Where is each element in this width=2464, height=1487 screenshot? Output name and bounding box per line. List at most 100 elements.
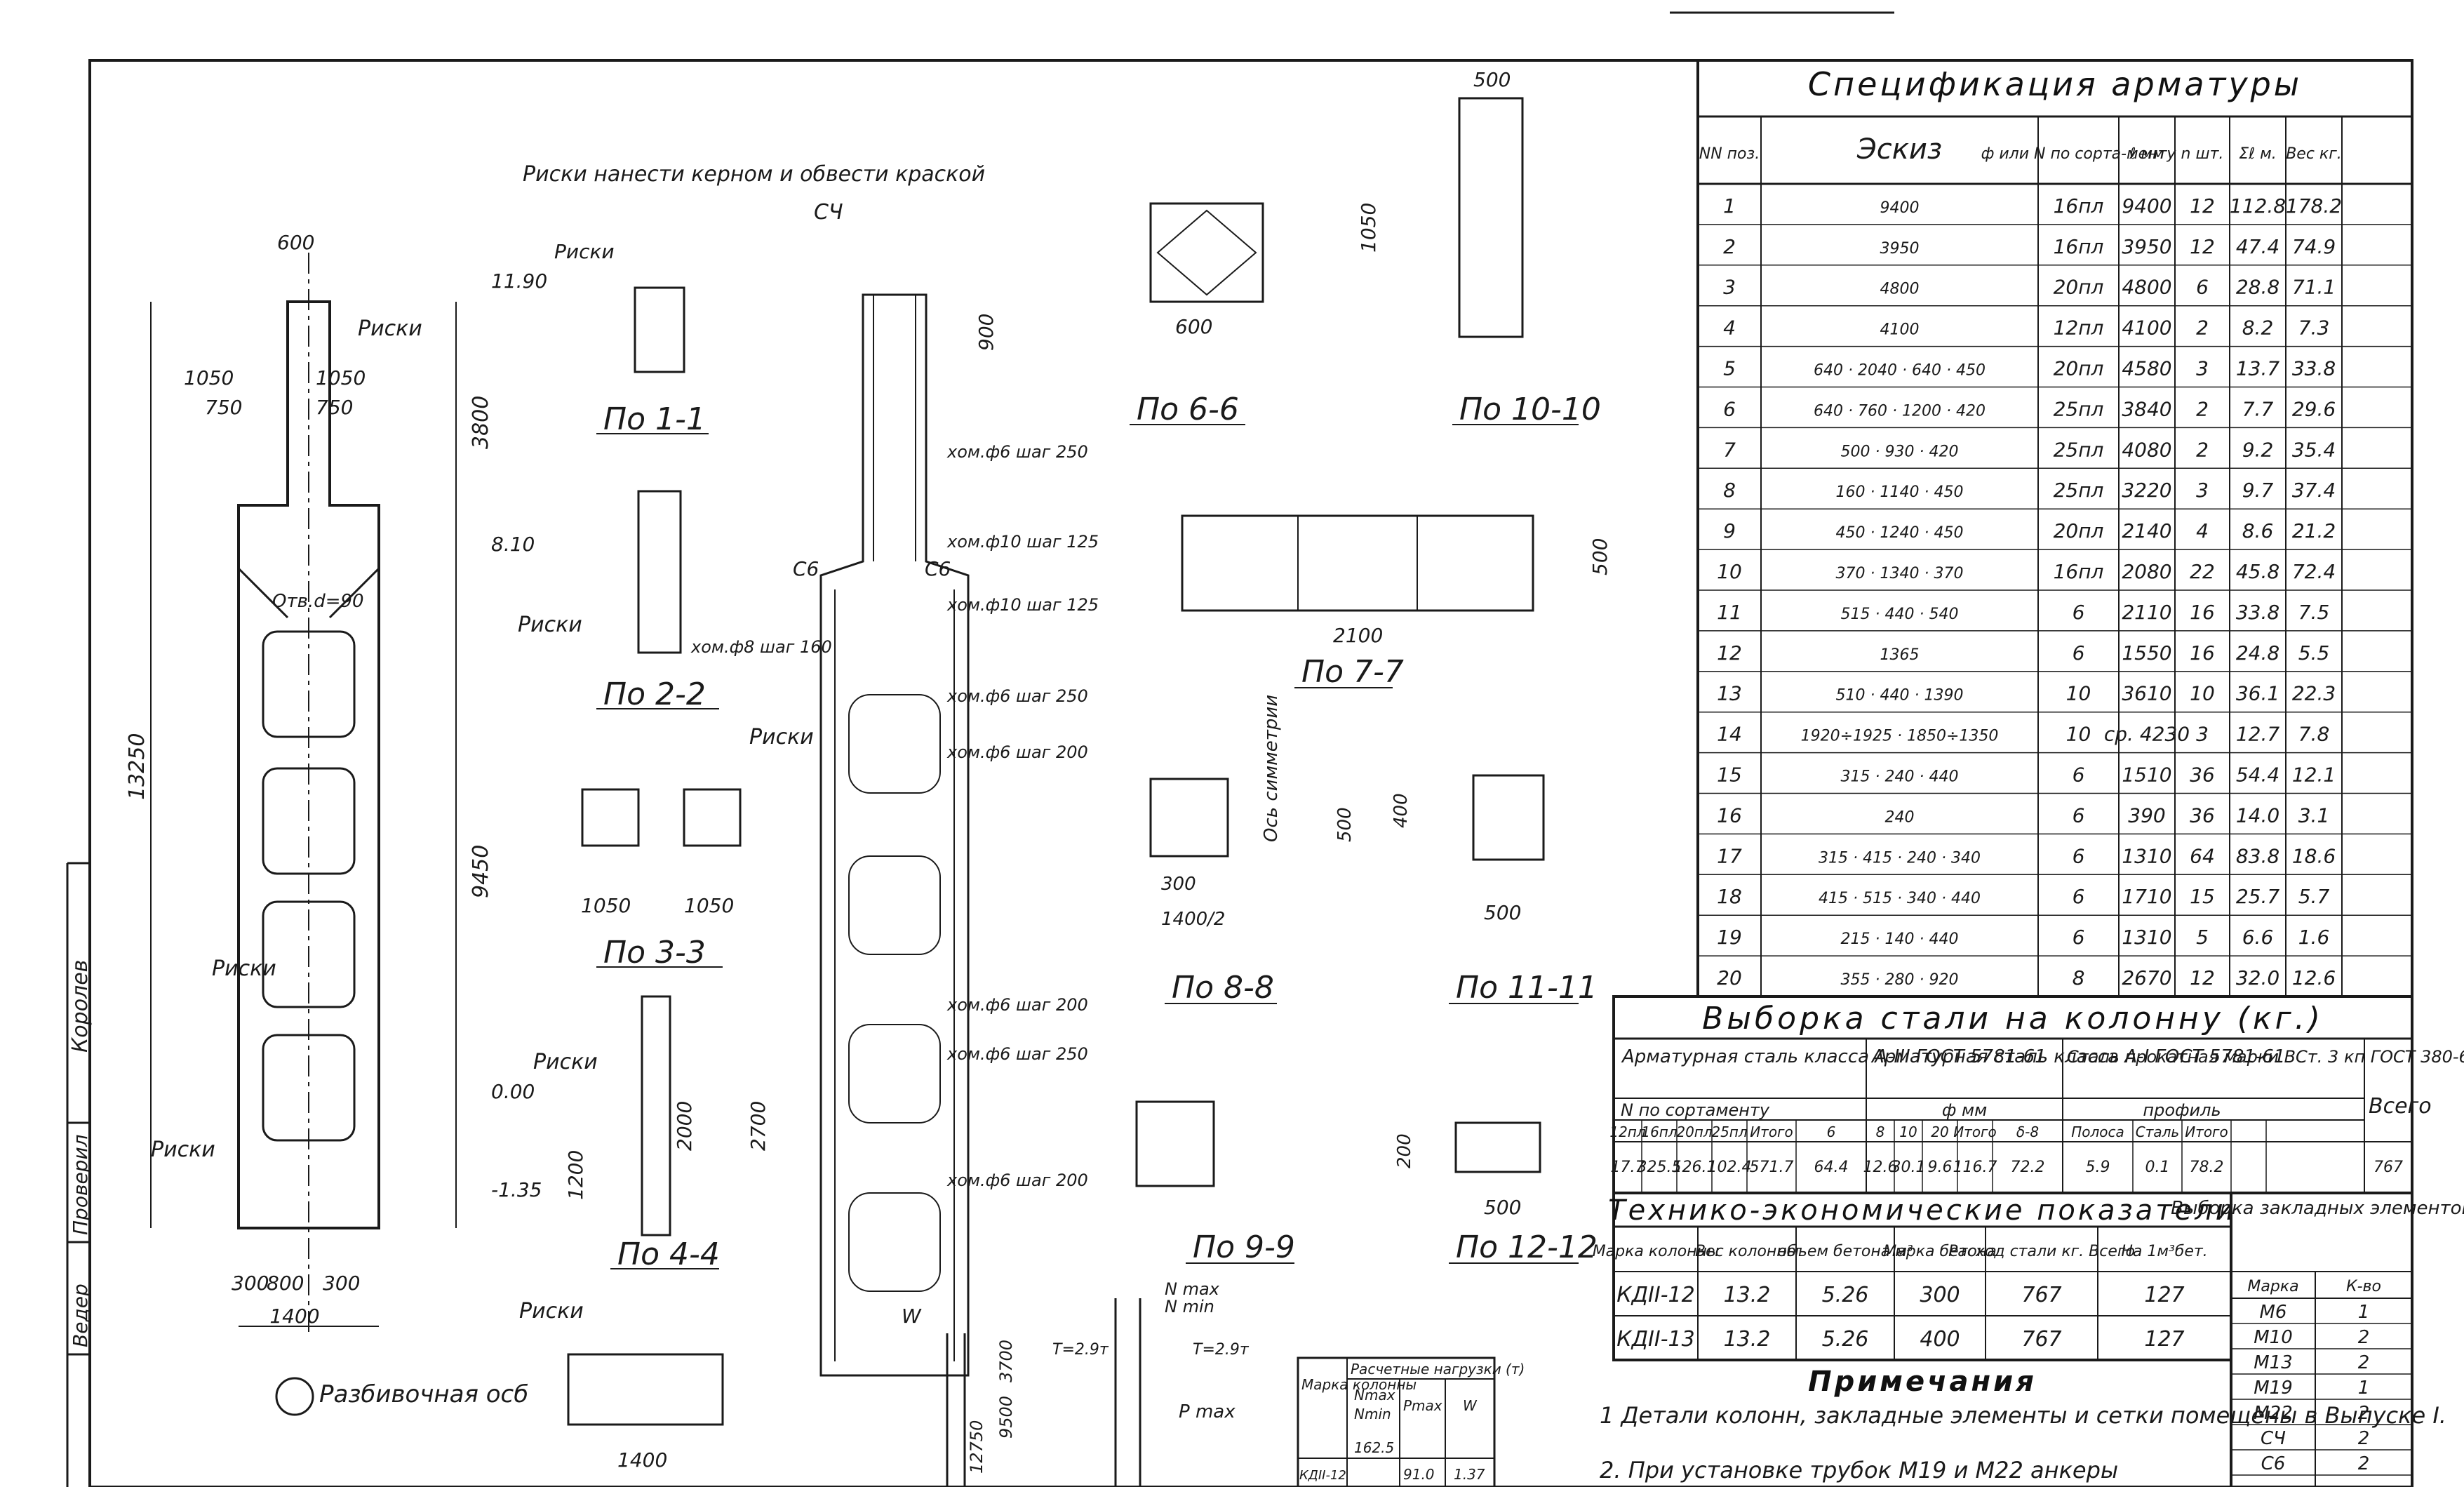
spec-cell: 16пл (2054, 194, 2104, 218)
spec-cell: 10 (2066, 723, 2091, 746)
spec-cell: 12 (2190, 966, 2215, 989)
spec-cell: 4800 (2122, 276, 2171, 299)
steel-col-header: 16пл (1641, 1123, 1678, 1140)
spec-cell: 6 (2073, 803, 2085, 827)
dim-1050-33b: 1050 (684, 894, 734, 917)
spec-cell: 16пл (2054, 560, 2104, 583)
steel-col-header: 12пл (1609, 1123, 1646, 1140)
loads-row-mark: КДII-12 (1299, 1468, 1346, 1483)
spec-cell: 510 · 440 · 1390 (1836, 687, 1964, 705)
spec-cell: 13 (1717, 682, 1742, 705)
stamp-name: Королев (68, 960, 93, 1053)
steel-value: 30.1 (1891, 1159, 1926, 1176)
spec-cell: 3 (2196, 357, 2209, 380)
steel-value: 5.9 (2086, 1159, 2110, 1176)
spec-cell: 1310 (2122, 926, 2171, 949)
riski-4-4: Риски (533, 1050, 598, 1074)
steel-selection-table: Выборка стали на колонну (кг.) Арматурна… (1609, 995, 2464, 1194)
tep-header: Расход стали кг. Всего (1948, 1243, 2135, 1260)
spec-cell: 7.8 (2298, 723, 2330, 746)
steel-value: 17.7 (1611, 1159, 1645, 1176)
spec-cell: 2 (2196, 397, 2209, 420)
spec-cell: 9.2 (2242, 438, 2274, 461)
emb-cell: 1 (2358, 1302, 2370, 1323)
load-nmax: N max (1165, 1279, 1220, 1299)
spec-cell: 16 (1717, 803, 1742, 827)
reinforcement-cage: СЧ С6 С6 хом.ф6 шаг 250 хом.ф10 шаг 125 … (793, 200, 1099, 1377)
steel-col-header: 25пл (1711, 1123, 1748, 1140)
spec-cell: 315 · 415 · 240 · 340 (1819, 849, 1981, 867)
section-10-10-shape (1458, 97, 1524, 338)
spec-cell: 12.1 (2292, 763, 2336, 787)
spec-cell: 3610 (2122, 682, 2171, 705)
spec-cell: 390 (2128, 803, 2165, 827)
steel-sub-2: ф мм (1942, 1100, 1987, 1120)
spec-cell: 7.7 (2242, 397, 2274, 420)
spec-cell: 4100 (2122, 316, 2171, 340)
loads-w-h: W (1463, 1397, 1478, 1414)
cage-outline (819, 293, 970, 1377)
stamp-role-head: Ведер (69, 1283, 92, 1347)
spec-header: NN поз. (1699, 145, 1760, 163)
spec-cell: 6 (2073, 926, 2085, 949)
spec-cell: 6 (2073, 885, 2085, 908)
dim-200-1212: 200 (1394, 1133, 1415, 1168)
riski-2-2: Риски (518, 613, 582, 637)
spec-cell: 8 (2073, 966, 2085, 989)
dim-14002: 1400/2 (1161, 909, 1225, 930)
column-elevation: Разбивочная осб 13250 3800 9450 1400 300… (125, 231, 547, 1416)
load-pmax: P max (1179, 1401, 1236, 1422)
spec-cell: 25.7 (2236, 885, 2280, 908)
dim-750b: 750 (316, 396, 353, 419)
spec-title: Спецификация арматуры (1808, 65, 2302, 103)
spec-cell: 8.6 (2242, 519, 2274, 542)
hole-label: Отв.d=90 (272, 591, 364, 612)
emb-cell: 2 (2358, 1428, 2370, 1449)
steel-value: 571.7 (1750, 1159, 1794, 1176)
spec-cell: 112.8 (2230, 194, 2286, 218)
steel-group-3: Сталь прокатная марки ВСт. 3 кп ГОСТ 380… (2067, 1047, 2464, 1067)
emb-cell: М22 (2254, 1403, 2293, 1424)
cage-opening (848, 855, 941, 955)
loads-nmax-h: Nmax (1354, 1387, 1395, 1403)
spec-cell: 5 (1723, 357, 1736, 380)
spec-cell: 7.3 (2298, 316, 2330, 340)
steel-col-header: 8 (1876, 1123, 1885, 1140)
column-opening (262, 1034, 356, 1142)
load-w: W (902, 1305, 922, 1328)
dim-500-1111: 500 (1484, 901, 1521, 924)
spec-cell: 450 · 1240 · 450 (1836, 524, 1964, 542)
dim-width: 1400 (269, 1305, 319, 1328)
spec-cell: 2080 (2122, 560, 2171, 583)
spec-cell: 3 (1723, 276, 1736, 299)
cage-c6a: С6 (793, 557, 819, 580)
spec-cell: 2140 (2122, 519, 2171, 542)
emb-cell: 2 (2358, 1453, 2370, 1474)
spec-cell: 33.8 (2236, 601, 2279, 624)
stirrup-h: хом.ф6 шаг 200 (946, 1171, 1088, 1190)
emb-cell: С6 (2261, 1453, 2286, 1474)
plate-4-4 (641, 995, 671, 1236)
dim-low-height: 9450 (469, 845, 493, 898)
tep-header: Марка бетона (1883, 1243, 1996, 1260)
tep-header: Вес колонны (1695, 1243, 1799, 1260)
elev-1190: 11.90 (491, 269, 547, 293)
steel-value: 126.1 (1673, 1159, 1717, 1176)
dim-1200: 1200 (564, 1150, 587, 1200)
spec-cell: 47.4 (2236, 235, 2279, 258)
tep-cell: 13.2 (1724, 1283, 1771, 1307)
spec-cell: 12 (1717, 641, 1742, 665)
